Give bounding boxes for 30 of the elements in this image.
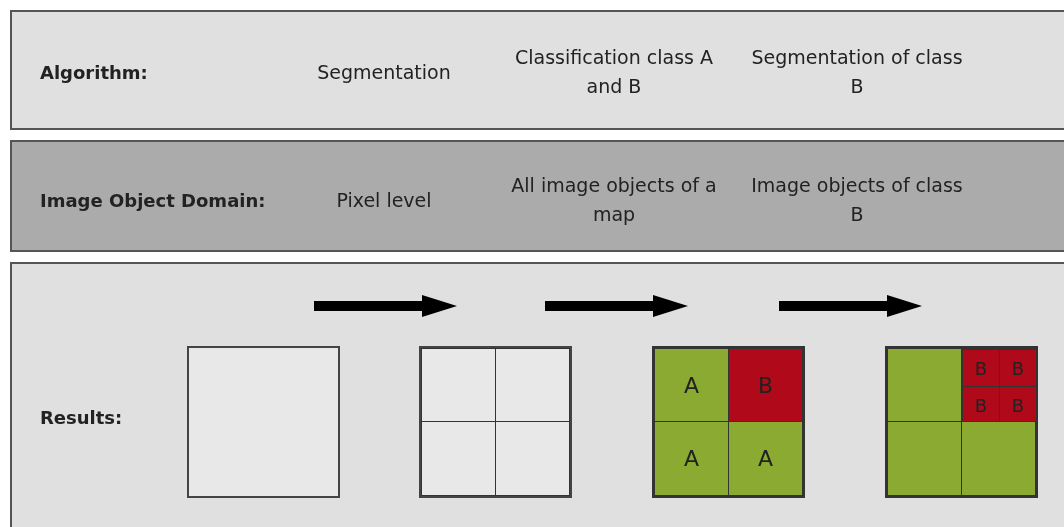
step-text: Pixel level: [335, 187, 433, 213]
grid-cell: A: [728, 421, 803, 496]
row-panel: [10, 140, 1064, 252]
grid-cell: [421, 348, 496, 422]
step-text: All image objects of a map: [510, 173, 718, 227]
row-panel: [10, 262, 1064, 527]
row-heading: Results:: [40, 405, 123, 430]
grid-cell: [421, 421, 496, 496]
row-heading: Image Object Domain:: [40, 188, 266, 213]
grid-square: [419, 346, 572, 498]
row-heading: Algorithm:: [40, 60, 148, 85]
grid-cell: [495, 421, 570, 496]
grid-cell: [961, 348, 1036, 422]
grid-cell: [887, 348, 962, 422]
grid-square: [187, 346, 340, 498]
grid-cell: B: [962, 349, 1000, 387]
grid-cell: [495, 348, 570, 422]
grid-cell: [887, 421, 962, 496]
grid-cell: [961, 421, 1036, 496]
grid-cell: A: [654, 421, 729, 496]
grid-cell: A: [654, 348, 729, 422]
grid-square: [885, 346, 1038, 498]
grid-square: [652, 346, 805, 498]
grid-cell: B: [728, 348, 803, 422]
step-text: Image objects of class B: [750, 173, 964, 227]
step-text: Segmentation of class B: [750, 45, 964, 99]
row-panel: [10, 10, 1064, 130]
step-text: Segmentation: [316, 59, 452, 85]
grid-cell: B: [999, 349, 1037, 387]
step-text: Classification class A and B: [514, 45, 714, 99]
